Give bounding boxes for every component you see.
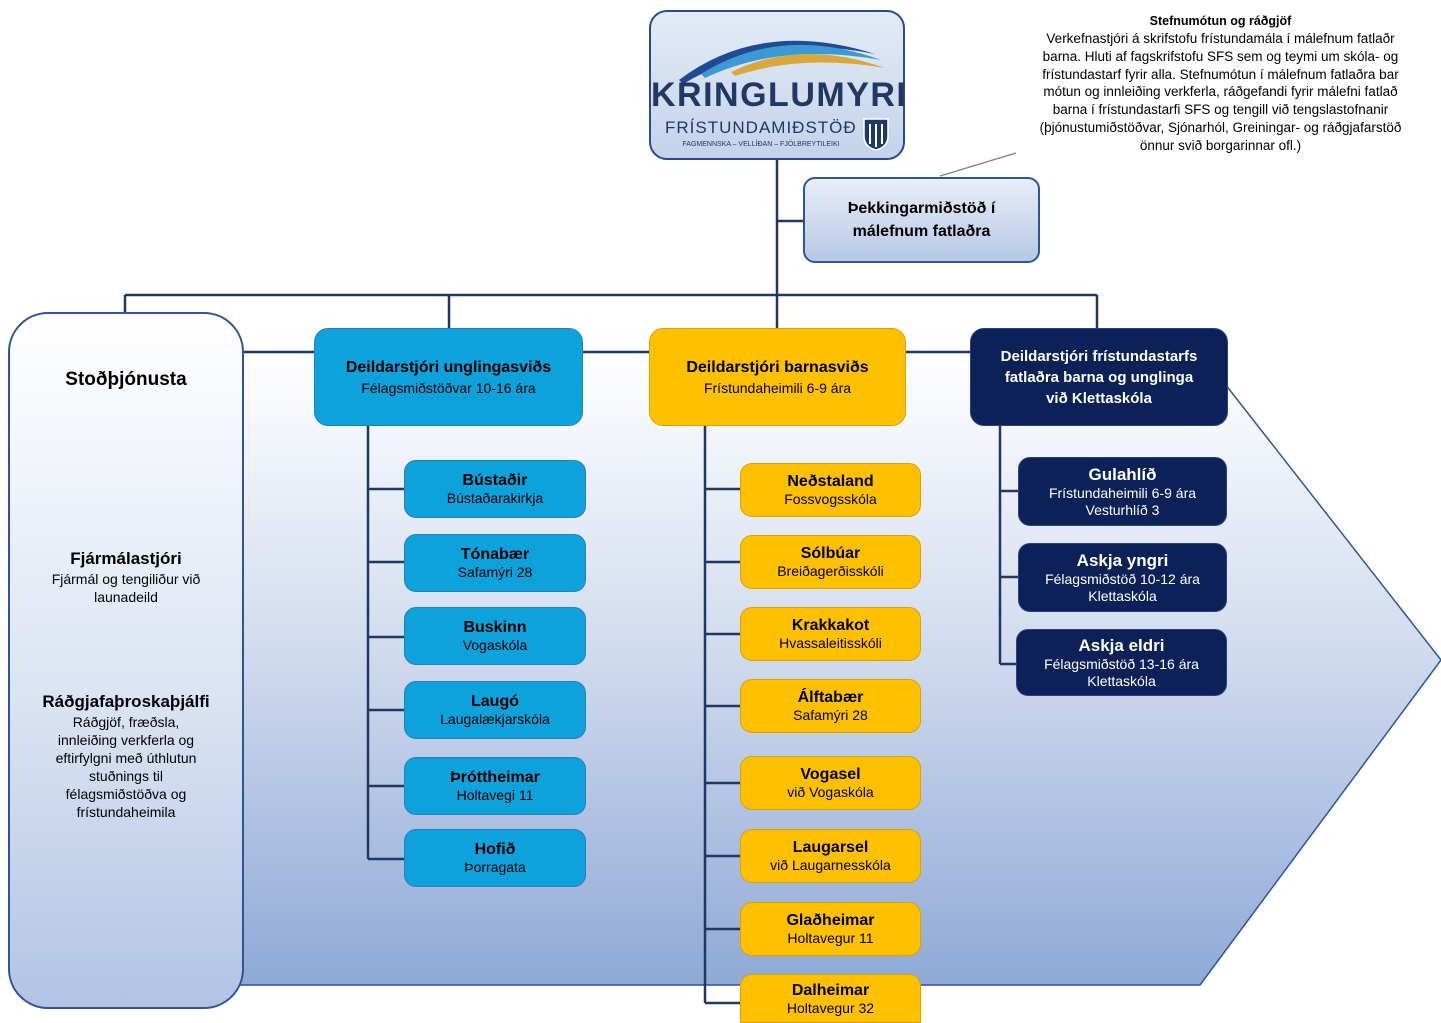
children-unit-box: Neðstaland Fossvogsskóla [740,463,921,517]
unit-location: Hvassaleitisskóli [779,635,882,652]
note-line: (þjónustumiðstöðvar, Sjónarhól, Greining… [1039,120,1402,136]
unit-location: Holtavegur 11 [787,930,874,947]
disabled-head-line: Deildarstjóri frístundastarfs [1000,347,1198,365]
unit-name: Krakkakot [791,617,870,634]
note-line: barna. Hluti af fagskrifstofu SFS sem og… [1042,48,1399,64]
unit-location: Breiðagerðisskóli [777,563,884,580]
unit-name: Askja eldri [1078,635,1165,655]
children-head-title: Deildarstjóri barnasviðs [686,358,869,376]
unit-location: Vogaskóla [462,637,528,654]
youth-unit-box: Bústaðir Bústaðarakirkja [404,460,586,518]
unit-location: Laugalækjarskóla [440,711,550,728]
unit-name: Sólbúar [800,545,861,562]
logo-subtitle: FRÍSTUNDAMIÐSTÖÐ [665,118,857,137]
children-unit-box: Laugarsel við Laugarnesskóla [740,829,921,883]
unit-location: Þorragata [464,859,526,876]
note-pointer-line [939,152,1017,177]
support-title: Stoðþjónusta [65,369,187,390]
unit-name: Dalheimar [791,982,870,999]
unit-location: Bústaðarakirkja [446,490,544,507]
unit-name: Glaðheimar [786,912,875,929]
disabled-head-box: Deildarstjóri frístundastarfs fatlaðra b… [970,328,1228,426]
finance-title: Fjármálastjóri [70,549,182,568]
unit-name: Gulahlíð [1088,464,1157,484]
youth-head-box: Deildarstjóri unglingasviðs Félagsmiðstö… [314,328,583,426]
unit-location: Klettaskóla [1087,672,1156,689]
support-services-panel: Stoðþjónusta Fjármálastjóri Fjármál og t… [8,312,244,1009]
unit-name: Bústaðir [462,472,528,489]
disabled-unit-box: Askja yngri Félagsmiðstöð 10-12 ára Klet… [1018,543,1227,612]
unit-name: Neðstaland [787,473,874,490]
youth-unit-box: Buskinn Vogaskóla [404,607,586,665]
children-head-box: Deildarstjóri barnasviðs Frístundaheimil… [649,328,906,426]
knowledge-center-box: Þekkingarmiðstöð í málefnum fatlaðra [803,177,1040,263]
unit-name: Tónabær [460,546,530,563]
advisor-title: Ráðgjafaþroskaþjálfi [42,692,210,711]
unit-location: Holtavegur 32 [786,1000,875,1017]
unit-name: Askja yngri [1076,550,1169,570]
disabled-head-line: við Klettaskóla [1046,389,1152,407]
youth-head-title: Deildarstjóri unglingasviðs [345,358,552,376]
unit-name: Buskinn [463,619,527,636]
note-line: Verkefnastjóri á skrifstofu frístundamál… [1046,30,1395,46]
unit-location: Holtavegi 11 [456,787,534,804]
children-unit-box: Álftabær Safamýri 28 [740,679,921,733]
children-unit-box: Vogasel við Vogaskóla [740,756,921,810]
unit-location: Vesturhlíð 3 [1085,501,1160,518]
disabled-unit-box: Askja eldri Félagsmiðstöð 13-16 ára Klet… [1016,629,1227,696]
unit-name: Þróttheimar [450,769,540,786]
note-line: mótun og innleiðing verkferla, ráðgefand… [1043,84,1398,100]
logo-swoosh-icon [679,40,885,84]
knowledge-center-line1: Þekkingarmiðstöð í [847,199,996,217]
unit-location: við Laugarnesskóla [770,857,891,874]
advisor-desc: eftirfylgni með úthlutun [55,750,197,766]
children-unit-box: Glaðheimar Holtavegur 11 [740,902,921,956]
note-line: önnur svið borgarinnar ofl.) [1139,138,1302,154]
note-line: frístundastarf fyrir alla. Stefnumótun í… [1042,66,1399,82]
unit-name: Hofið [474,841,516,858]
unit-name: Laugarsel [792,839,869,856]
youth-unit-box: Tónabær Safamýri 28 [404,534,586,592]
children-head-sub: Frístundaheimili 6-9 ára [703,379,852,396]
advisor-desc: innleiðing verkferla og [57,732,195,748]
unit-location: Klettaskóla [1088,587,1157,604]
finance-desc: launadeild [94,589,158,605]
kringlumyri-logo: KRINGLUMYRI FRÍSTUNDAMIÐSTÖÐ FAGMENNSKA … [649,10,908,160]
knowledge-center-line2: málefnum fatlaðra [852,223,991,240]
note-line: barna í frístundastarfi SFS og tengill v… [1052,102,1389,118]
logo-shield-icon [863,118,889,151]
strategy-note: Stefnumótun og ráðgjöf Verkefnastjóri á … [1000,13,1441,155]
logo-name: KRINGLUMYRI [651,76,908,114]
children-unit-box: Krakkakot Hvassaleitisskóli [740,607,921,661]
advisor-desc: félagsmiðstöðva og [65,786,187,802]
youth-unit-box: Hofið Þorragata [404,829,586,887]
youth-unit-box: Laugó Laugalækjarskóla [404,681,586,739]
unit-name: Vogasel [800,766,861,783]
children-unit-box: Sólbúar Breiðagerðisskóli [740,535,921,589]
youth-unit-box: Þróttheimar Holtavegi 11 [404,757,586,815]
advisor-desc: stuðnings til [89,768,163,784]
note-title: Stefnumótun og ráðgjöf [1149,14,1292,28]
children-unit-box: Dalheimar Holtavegur 32 [740,974,921,1023]
disabled-head-line: fatlaðra barna og unglinga [1004,368,1194,386]
finance-desc: Fjármál og tengiliður við [51,571,201,587]
unit-detail: Félagsmiðstöð 13-16 ára [1044,655,1199,672]
advisor-desc: Ráðgjöf, fræðsla, [72,714,180,730]
unit-location: Fossvogsskóla [784,491,877,508]
youth-head-sub: Félagsmiðstöðvar 10-16 ára [361,379,536,396]
unit-location: Safamýri 28 [793,707,868,724]
unit-name: Laugó [471,693,519,710]
unit-location: við Vogaskóla [787,784,874,801]
disabled-unit-box: Gulahlíð Frístundaheimili 6-9 ára Vestur… [1018,457,1227,526]
logo-tagline: FAGMENNSKA – VELLÍÐAN – FJÖLBREYTILEIKI [682,141,840,148]
advisor-desc: frístundaheimila [76,804,176,820]
unit-detail: Félagsmiðstöð 10-12 ára [1045,570,1200,587]
unit-name: Álftabær [797,689,864,706]
unit-location: Safamýri 28 [457,564,533,581]
unit-detail: Frístundaheimili 6-9 ára [1048,484,1197,501]
